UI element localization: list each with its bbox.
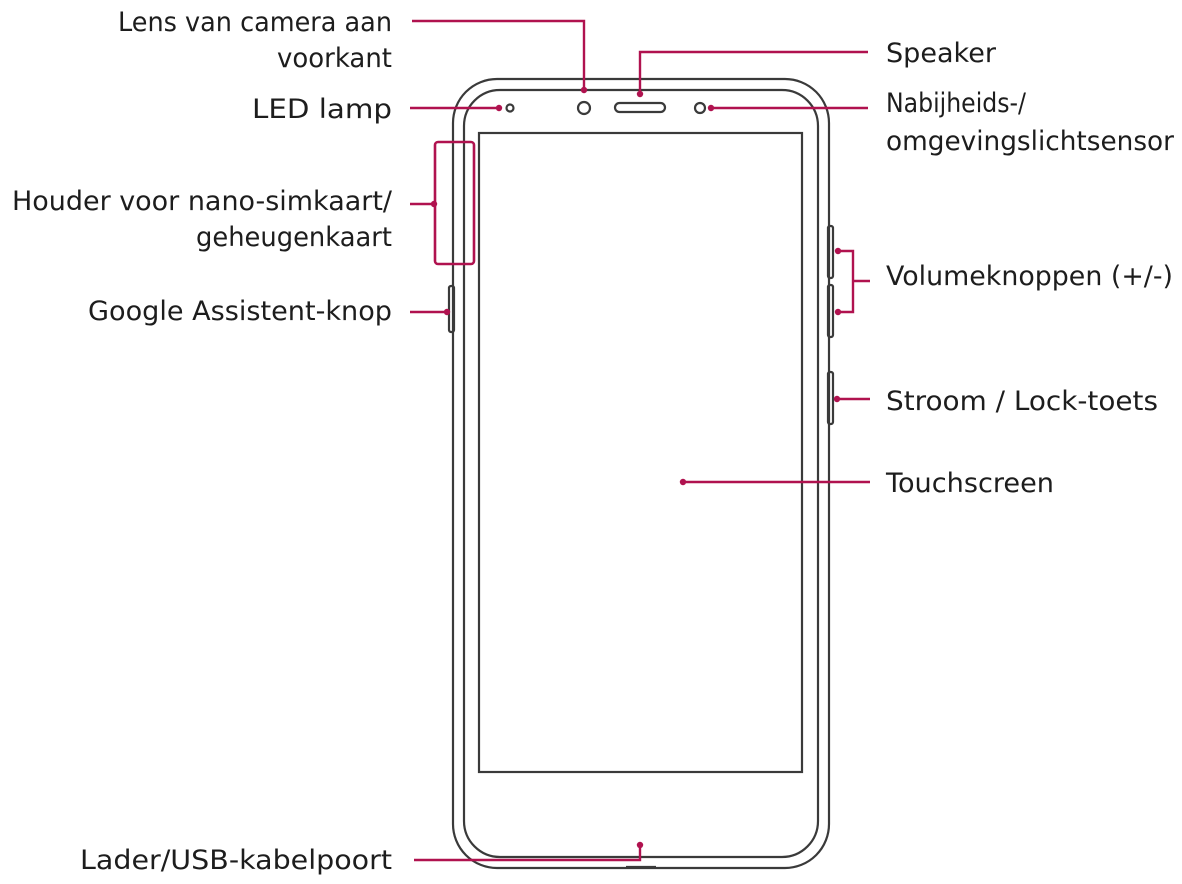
front-camera-label-line1: Lens van camera aan <box>118 7 392 38</box>
proximity-label-line2: omgevingslichtsensor <box>886 126 1175 157</box>
front-camera-leader <box>412 19 586 90</box>
volume-up-side-button <box>826 224 835 280</box>
charger-label: Lader/USB-kabelpoort <box>80 845 392 876</box>
charger-leader <box>414 846 642 862</box>
earpiece-speaker <box>613 101 667 114</box>
sim-tray-label-line2: geheugenkaart <box>196 222 392 253</box>
assistant-side-button <box>447 284 456 334</box>
touchscreen-dot <box>679 478 687 486</box>
phone-outer-outline <box>451 77 831 870</box>
front-camera-label-line2: voorkant <box>277 43 392 74</box>
touchscreen-label: Touchscreen <box>885 468 1054 499</box>
led-label: LED lamp <box>252 94 392 125</box>
charger-dot <box>636 841 644 849</box>
proximity-dot <box>707 104 715 112</box>
front-camera-lens <box>576 100 592 116</box>
led-indicator <box>505 103 515 113</box>
labels: Lens van camera aan voorkant Speaker LED… <box>12 7 1175 876</box>
power-dot <box>833 395 841 403</box>
proximity-label-line1: Nabijheids-/ <box>886 88 1027 119</box>
power-label: Stroom / Lock-toets <box>886 386 1158 417</box>
phone-body <box>447 77 835 870</box>
assistant-dot <box>443 308 451 316</box>
volume-label: Volumeknoppen (+/-) <box>886 261 1173 292</box>
volume-down-side-button <box>826 283 835 339</box>
speaker-leader <box>638 50 868 94</box>
front-camera-dot <box>580 86 588 94</box>
volume-up-dot <box>834 247 842 255</box>
volume-leader <box>838 249 870 314</box>
touchscreen-display <box>477 131 804 774</box>
led-dot <box>495 104 503 112</box>
speaker-label: Speaker <box>886 38 997 69</box>
phone-inner-outline <box>462 88 820 859</box>
sim-tray-highlight <box>433 140 476 266</box>
power-side-button <box>826 370 835 426</box>
sim-tray-label-line1: Houder voor nano-simkaart/ <box>12 186 393 217</box>
proximity-sensor <box>693 101 707 115</box>
volume-down-dot <box>834 308 842 316</box>
sim-tray-dot <box>430 200 438 208</box>
speaker-dot <box>636 90 644 98</box>
assistant-label: Google Assistent-knop <box>88 296 392 327</box>
callouts <box>410 19 870 862</box>
